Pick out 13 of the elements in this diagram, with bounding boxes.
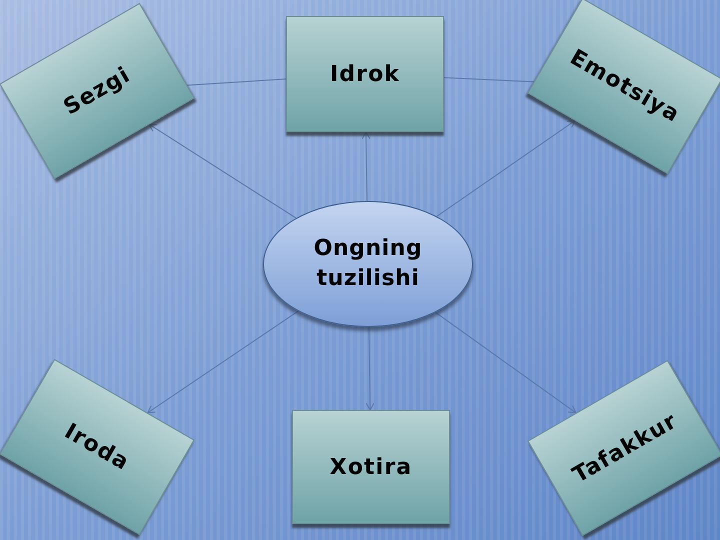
arrow [366,326,375,410]
node-label: Ongning tuzilishi [312,235,424,293]
concept-box [292,410,450,524]
node-label: Idrok [330,60,400,88]
arrow [147,310,299,414]
node-label: Xotira [330,454,412,482]
arrow [434,312,576,414]
concept-box [527,0,720,174]
arrow [148,124,297,219]
ellipse-node [263,201,473,327]
arrow [436,120,576,217]
concept-box [286,16,444,132]
arrow [362,132,371,202]
